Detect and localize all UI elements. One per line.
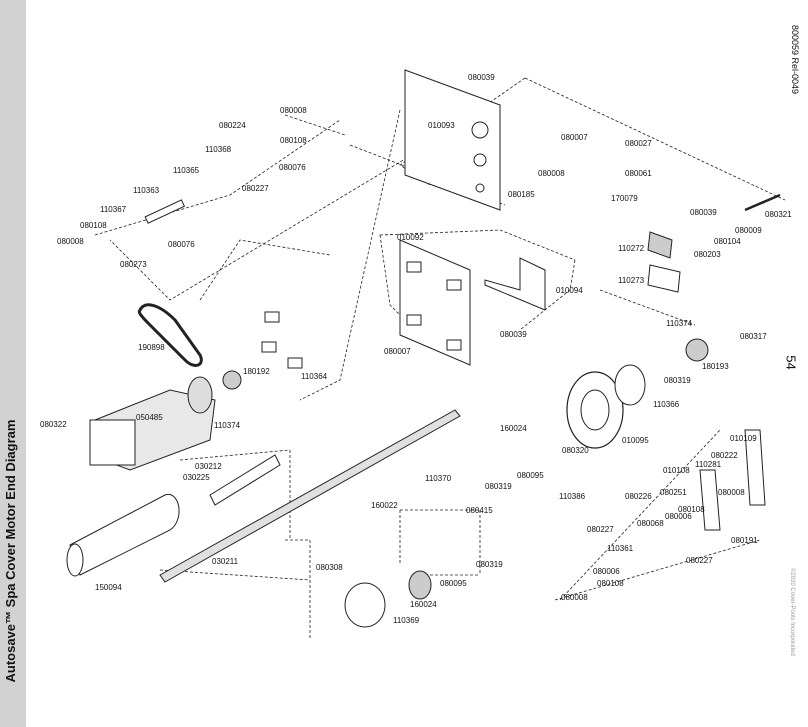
part-number-label: 080039 [468, 73, 495, 82]
part-number-label: 110374 [666, 319, 693, 328]
part-number-label: 180193 [702, 362, 729, 371]
part-number-label: 110363 [133, 186, 160, 195]
sprocket-180192 [222, 370, 242, 390]
part-number-label: 080251 [660, 488, 687, 497]
mounting-plate-010093 [404, 69, 501, 211]
part-number-label: 080273 [120, 260, 147, 269]
hub-assembly-110369 [344, 570, 432, 628]
drive-chain-190898 [137, 303, 203, 367]
part-number-label: 080039 [500, 330, 527, 339]
part-number-label: 080226 [625, 492, 652, 501]
part-number-label: 080095 [517, 471, 544, 480]
part-number-label: 110273 [618, 276, 645, 285]
bracket-010092 [399, 239, 471, 366]
part-number-label: 080008 [561, 593, 588, 602]
part-number-label: 080308 [316, 563, 343, 572]
motor-050485 [89, 376, 216, 471]
part-number-label: 080006 [665, 512, 692, 521]
drive-shaft-030211 [159, 409, 461, 583]
part-number-label: 110366 [653, 400, 680, 409]
part-number-label: 010092 [397, 233, 424, 242]
part-number-label: 080108 [597, 579, 624, 588]
part-number-label: 080039 [690, 208, 717, 217]
part-number-label: 080108 [280, 136, 307, 145]
part-number-label: 080319 [476, 560, 503, 569]
part-number-label: 080227 [587, 525, 614, 534]
part-number-label: 110369 [393, 616, 420, 625]
part-number-label: 080008 [280, 106, 307, 115]
part-number-label: 080317 [740, 332, 767, 341]
part-number-label: 080319 [664, 376, 691, 385]
part-number-label: 080203 [694, 250, 721, 259]
part-number-label: 080076 [168, 240, 195, 249]
part-number-label: 010108 [663, 466, 690, 475]
part-number-label: 190898 [138, 343, 165, 352]
sprocket-180193 [685, 338, 709, 362]
part-number-label: 080007 [561, 133, 588, 142]
tube-030212 [209, 454, 281, 506]
part-number-label: 080108 [678, 505, 705, 514]
part-number-label: 080008 [718, 488, 745, 497]
part-number-label: 080008 [538, 169, 565, 178]
part-number-label: 110368 [205, 145, 232, 154]
part-number-label: 080191 [731, 536, 758, 545]
part-number-label: 010093 [428, 121, 455, 130]
part-number-label: 080006 [593, 567, 620, 576]
part-number-label: 080076 [279, 163, 306, 172]
bracket-010094 [484, 257, 546, 311]
idler-bracket-110273 [647, 231, 681, 293]
part-number-label: 030225 [183, 473, 210, 482]
tube-150094 [66, 494, 180, 577]
part-labels: 080039 010093 080007 080008 080185 080224 0800… [40, 73, 792, 625]
part-number-label: 080061 [625, 169, 652, 178]
side-title-bar: Autosave™ Spa Cover Motor End Diagram [0, 0, 26, 727]
part-number-label: 080008 [57, 237, 84, 246]
part-number-label: 150094 [95, 583, 122, 592]
part-number-label: 080224 [219, 121, 246, 130]
part-number-label: 170079 [611, 194, 638, 203]
part-number-label: 050485 [136, 413, 163, 422]
part-number-label: 160024 [500, 424, 527, 433]
threaded-rod-080321 [744, 193, 781, 212]
part-number-label: 110364 [301, 372, 328, 381]
part-number-label: 080007 [384, 347, 411, 356]
tension-arm-010109 [699, 429, 766, 531]
part-number-label: 080322 [40, 420, 67, 429]
part-number-label: 080068 [637, 519, 664, 528]
part-number-label: 080222 [711, 451, 738, 460]
part-number-label: 010109 [730, 434, 757, 443]
part-number-label: 110370 [425, 474, 452, 483]
spacers [144, 199, 303, 369]
part-number-label: 110374 [214, 421, 241, 430]
part-number-label: 080095 [440, 579, 467, 588]
part-number-label: 110367 [100, 205, 127, 214]
part-number-label: 110386 [559, 492, 586, 501]
part-number-label: 080321 [765, 210, 792, 219]
part-number-label: 080415 [466, 506, 493, 515]
part-number-label: 080027 [625, 139, 652, 148]
part-number-label: 110361 [607, 544, 634, 553]
part-number-label: 080227 [242, 184, 269, 193]
part-number-label: 110281 [695, 460, 722, 469]
part-number-label: 080227 [686, 556, 713, 565]
part-number-label: 010095 [622, 436, 649, 445]
part-number-label: 030212 [195, 462, 222, 471]
part-number-label: 080108 [80, 221, 107, 230]
part-number-label: 180192 [243, 367, 270, 376]
part-number-label: 080009 [735, 226, 762, 235]
part-number-label: 080104 [714, 237, 741, 246]
part-number-label: 110272 [618, 244, 645, 253]
pulley-010095 [566, 364, 646, 449]
part-number-label: 110365 [173, 166, 200, 175]
part-number-label: 030211 [212, 557, 239, 566]
part-number-label: 010094 [556, 286, 583, 295]
assembly-guide-lines [94, 77, 786, 640]
part-number-label: 160024 [410, 600, 437, 609]
part-number-label: 080185 [508, 190, 535, 199]
part-number-label: 160022 [371, 501, 398, 510]
part-number-label: 080319 [485, 482, 512, 491]
part-number-label: 080320 [562, 446, 589, 455]
